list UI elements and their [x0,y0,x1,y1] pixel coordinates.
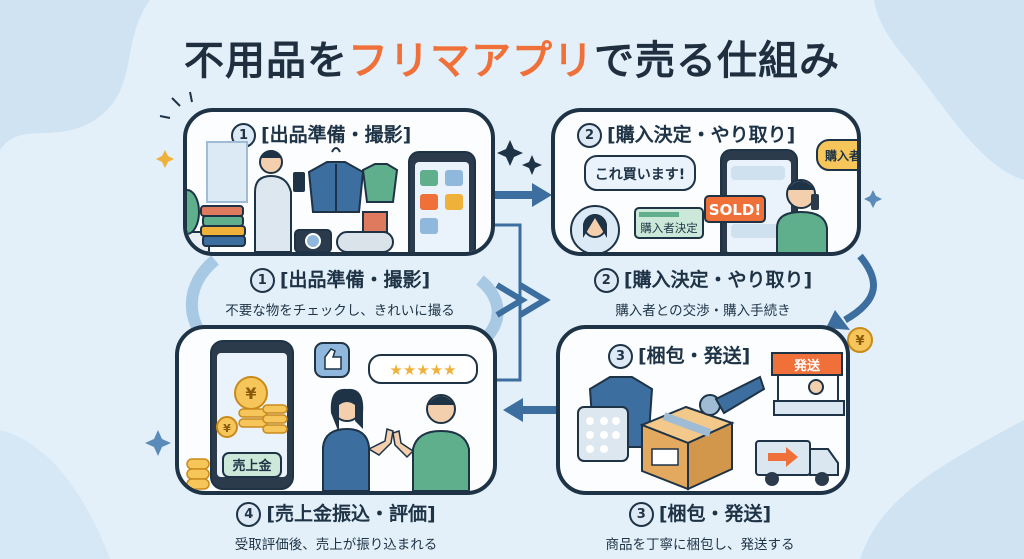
svg-text:SOLD!: SOLD! [709,201,761,219]
green-shirt-icon [361,163,399,203]
step-3-caption: 3[梱包・発送] 商品を丁寧に梱包し、発送する [605,502,795,553]
window-icon [206,141,248,203]
page-title: 不用品をフリマアプリで売る仕組み [184,38,840,84]
man-thumbs-up-icon [392,394,470,491]
game-controller-icon [336,231,394,252]
thumbs-up-icon [314,342,350,378]
step-1-panel: 1[出品準備・撮影] [183,108,495,256]
step-4-panel: ¥ ¥ 売上金 ★★★★★ [175,325,497,495]
sold-badge: SOLD! [704,195,766,223]
step-3-label: 3[梱包・発送] [608,341,750,369]
coin-stack-icon [186,458,210,490]
svg-text:★★★★★: ★★★★★ [389,361,456,379]
yen-coin-icon: ¥ ¥ [223,384,256,435]
decided-label: 購入者決定 [634,207,704,239]
yen-coin-outside: ¥ [855,334,864,349]
step-3-panel: 3[梱包・発送] 発送 [556,325,850,495]
svg-text:購入者決定: 購入者決定 [640,221,698,235]
step-2-caption: 2[購入決定・やり取り] 購入者との交渉・購入手続き [548,265,858,319]
step-1-caption: 1[出品準備・撮影] 不要な物をチェックし、きれいに撮る [225,268,455,319]
smartphone-sales-icon [210,340,294,490]
svg-text:購入者: 購入者 [824,148,857,163]
buyer-avatar [570,205,620,252]
bubble-wrap-jacket-icon [577,376,654,462]
svg-text:売上金: 売上金 [232,458,272,474]
svg-text:発送: 発送 [793,358,821,374]
smartphone-app-icon [408,151,476,252]
svg-text:¥: ¥ [245,384,256,403]
svg-text:これ買います!: これ買います! [595,167,685,183]
cardboard-box-icon [639,405,735,491]
person-on-phone-icon [776,179,828,252]
stacked-clothes-icon [200,205,246,247]
tape-hand-icon [699,375,766,416]
buy-speech-bubble: これ買います! [584,155,696,191]
person-photographing-icon [254,150,305,252]
book-icon [362,211,388,233]
camera-icon [294,229,332,252]
step-2-label: 2[購入決定・やり取り] [577,120,795,148]
jacket-icon [307,147,365,213]
step-4-caption: 4[売上金振込・評価] 受取評価後、売上が振り込まれる [234,502,438,553]
buyer-speech-bubble: 購入者 [816,139,857,171]
woman-thumbs-up-icon [322,388,394,491]
rating-stars-bubble: ★★★★★ [368,354,478,384]
sales-label: 売上金 [222,452,282,478]
step-2-panel: 2[購入決定・やり取り] これ買います! 購入者決定 SOLD! [551,108,861,256]
delivery-truck-icon [755,440,839,486]
shipping-counter-icon: 発送 [771,352,845,416]
svg-text:¥: ¥ [223,422,231,435]
